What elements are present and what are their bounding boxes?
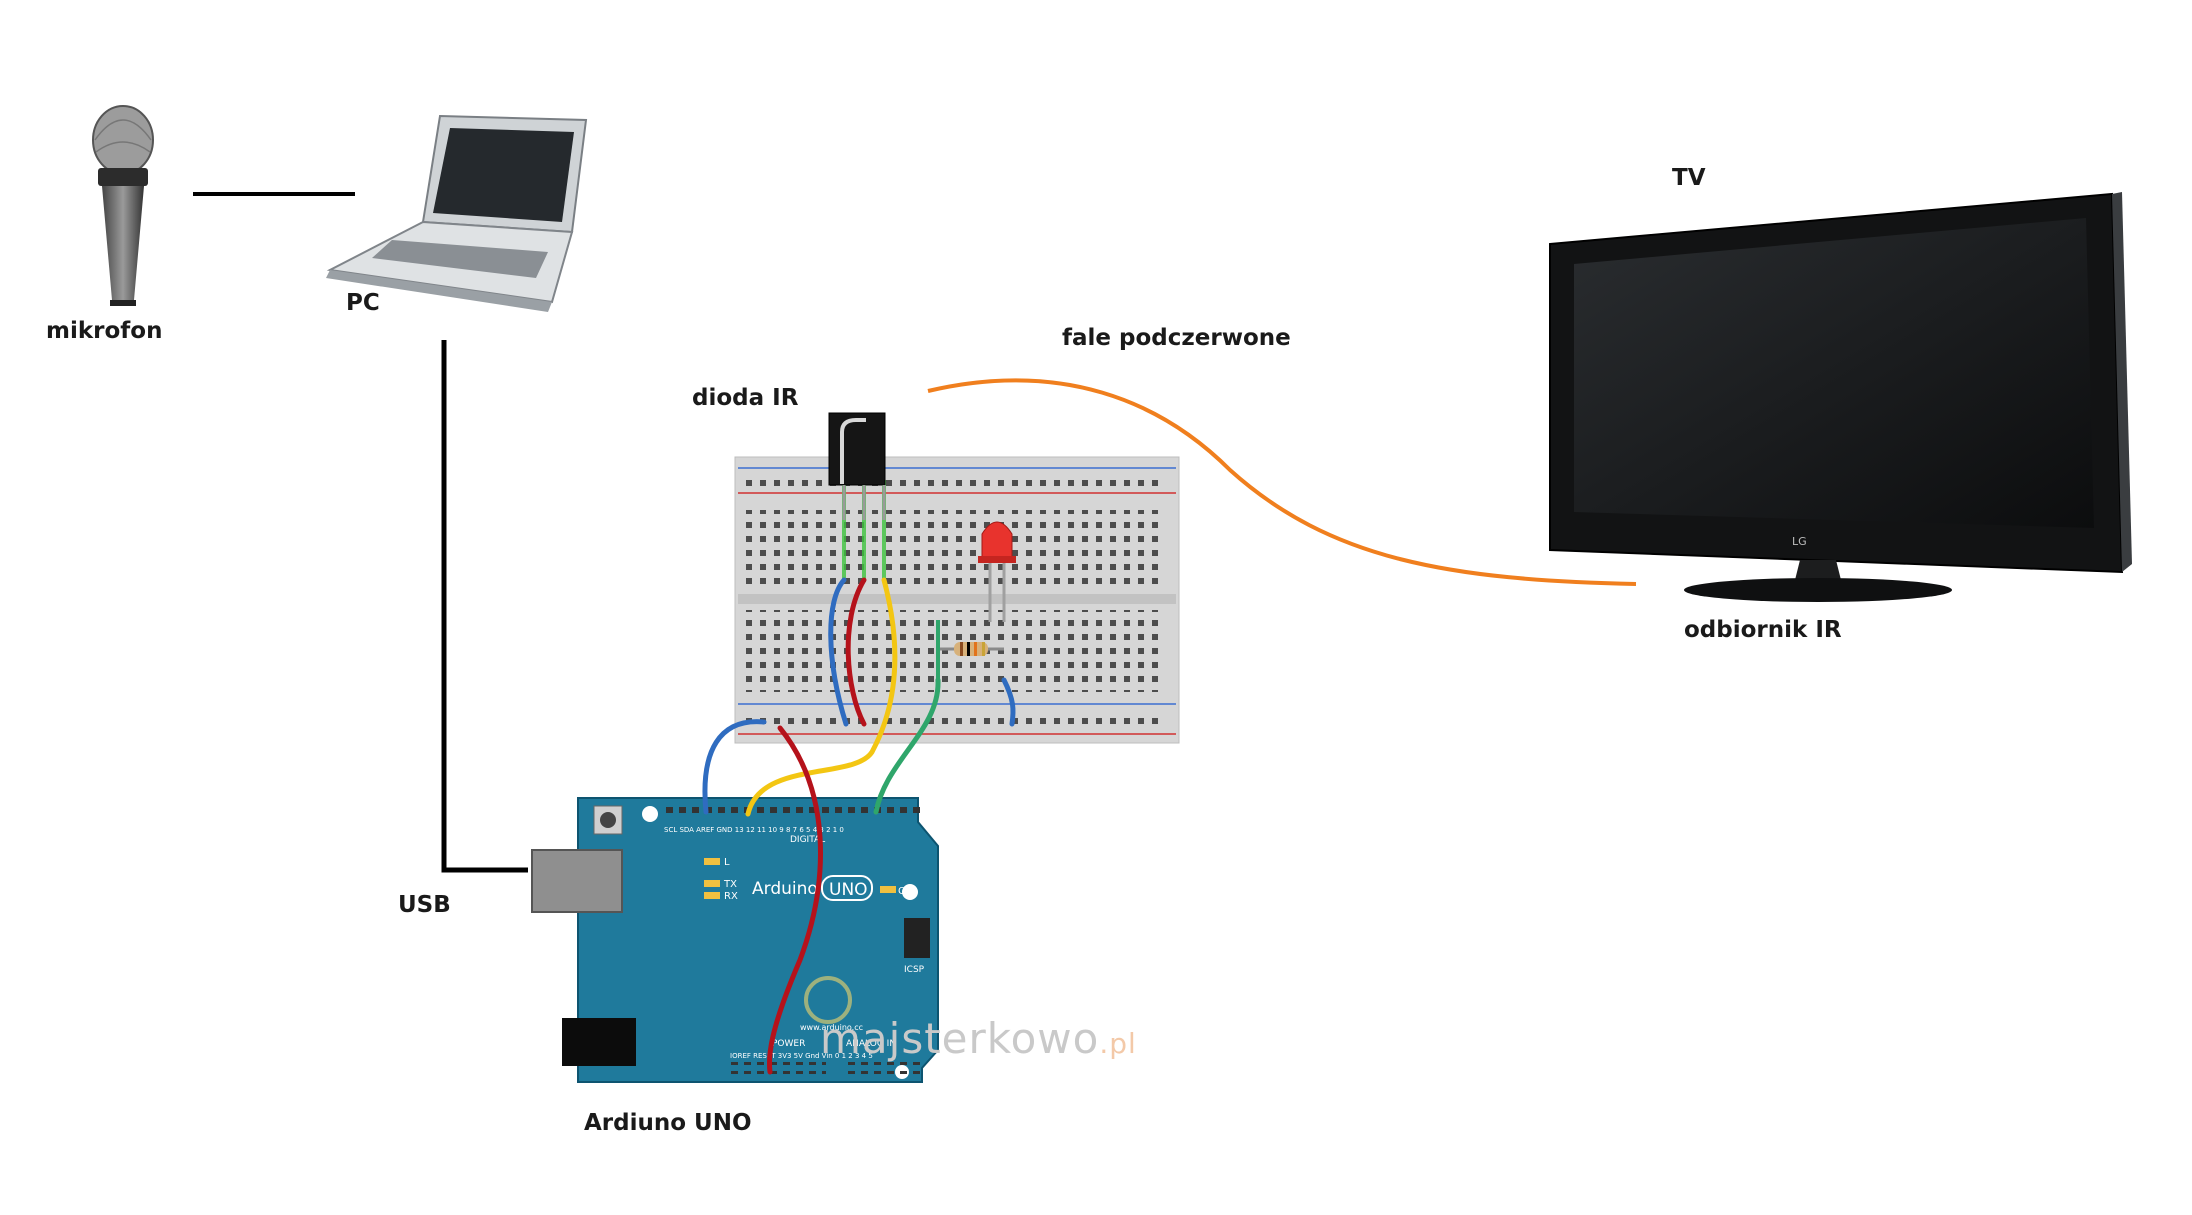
label-ir-waves: fale podczerwone xyxy=(1062,325,1291,351)
microphone-icon xyxy=(93,106,153,306)
watermark-main: majsterkowo xyxy=(820,1014,1099,1063)
tv-brand: LG xyxy=(1792,535,1807,548)
analog-header xyxy=(842,1062,922,1074)
power-jack xyxy=(562,1018,636,1066)
icsp-header xyxy=(904,918,930,958)
breadboard xyxy=(735,457,1179,743)
laptop-icon xyxy=(326,116,586,312)
on-label: ON xyxy=(898,886,913,897)
board-model: UNO xyxy=(829,880,868,900)
digital-header-left xyxy=(660,806,700,818)
rx-label: RX xyxy=(724,891,738,902)
power-header xyxy=(726,1062,826,1074)
label-arduino: Ardiuno UNO xyxy=(584,1110,752,1136)
tv-icon: LG xyxy=(1550,192,2132,602)
label-pc: PC xyxy=(346,290,380,316)
icsp-label: ICSP xyxy=(904,965,925,975)
board-brand: Arduino xyxy=(752,879,818,899)
l-label: L xyxy=(724,857,730,868)
watermark-suffix: .pl xyxy=(1099,1027,1136,1060)
label-ir-diode: dioda IR xyxy=(692,385,798,411)
label-microphone: mikrofon xyxy=(46,318,162,344)
pc-usb-cable xyxy=(444,340,528,870)
tx-label: TX xyxy=(723,879,737,890)
power-label: POWER xyxy=(772,1039,805,1049)
watermark: majsterkowo.pl xyxy=(820,1014,1137,1063)
usb-connector xyxy=(532,850,622,912)
label-ir-receiver: odbiornik IR xyxy=(1684,617,1842,643)
label-tv: TV xyxy=(1672,165,1706,191)
label-usb: USB xyxy=(398,892,451,918)
